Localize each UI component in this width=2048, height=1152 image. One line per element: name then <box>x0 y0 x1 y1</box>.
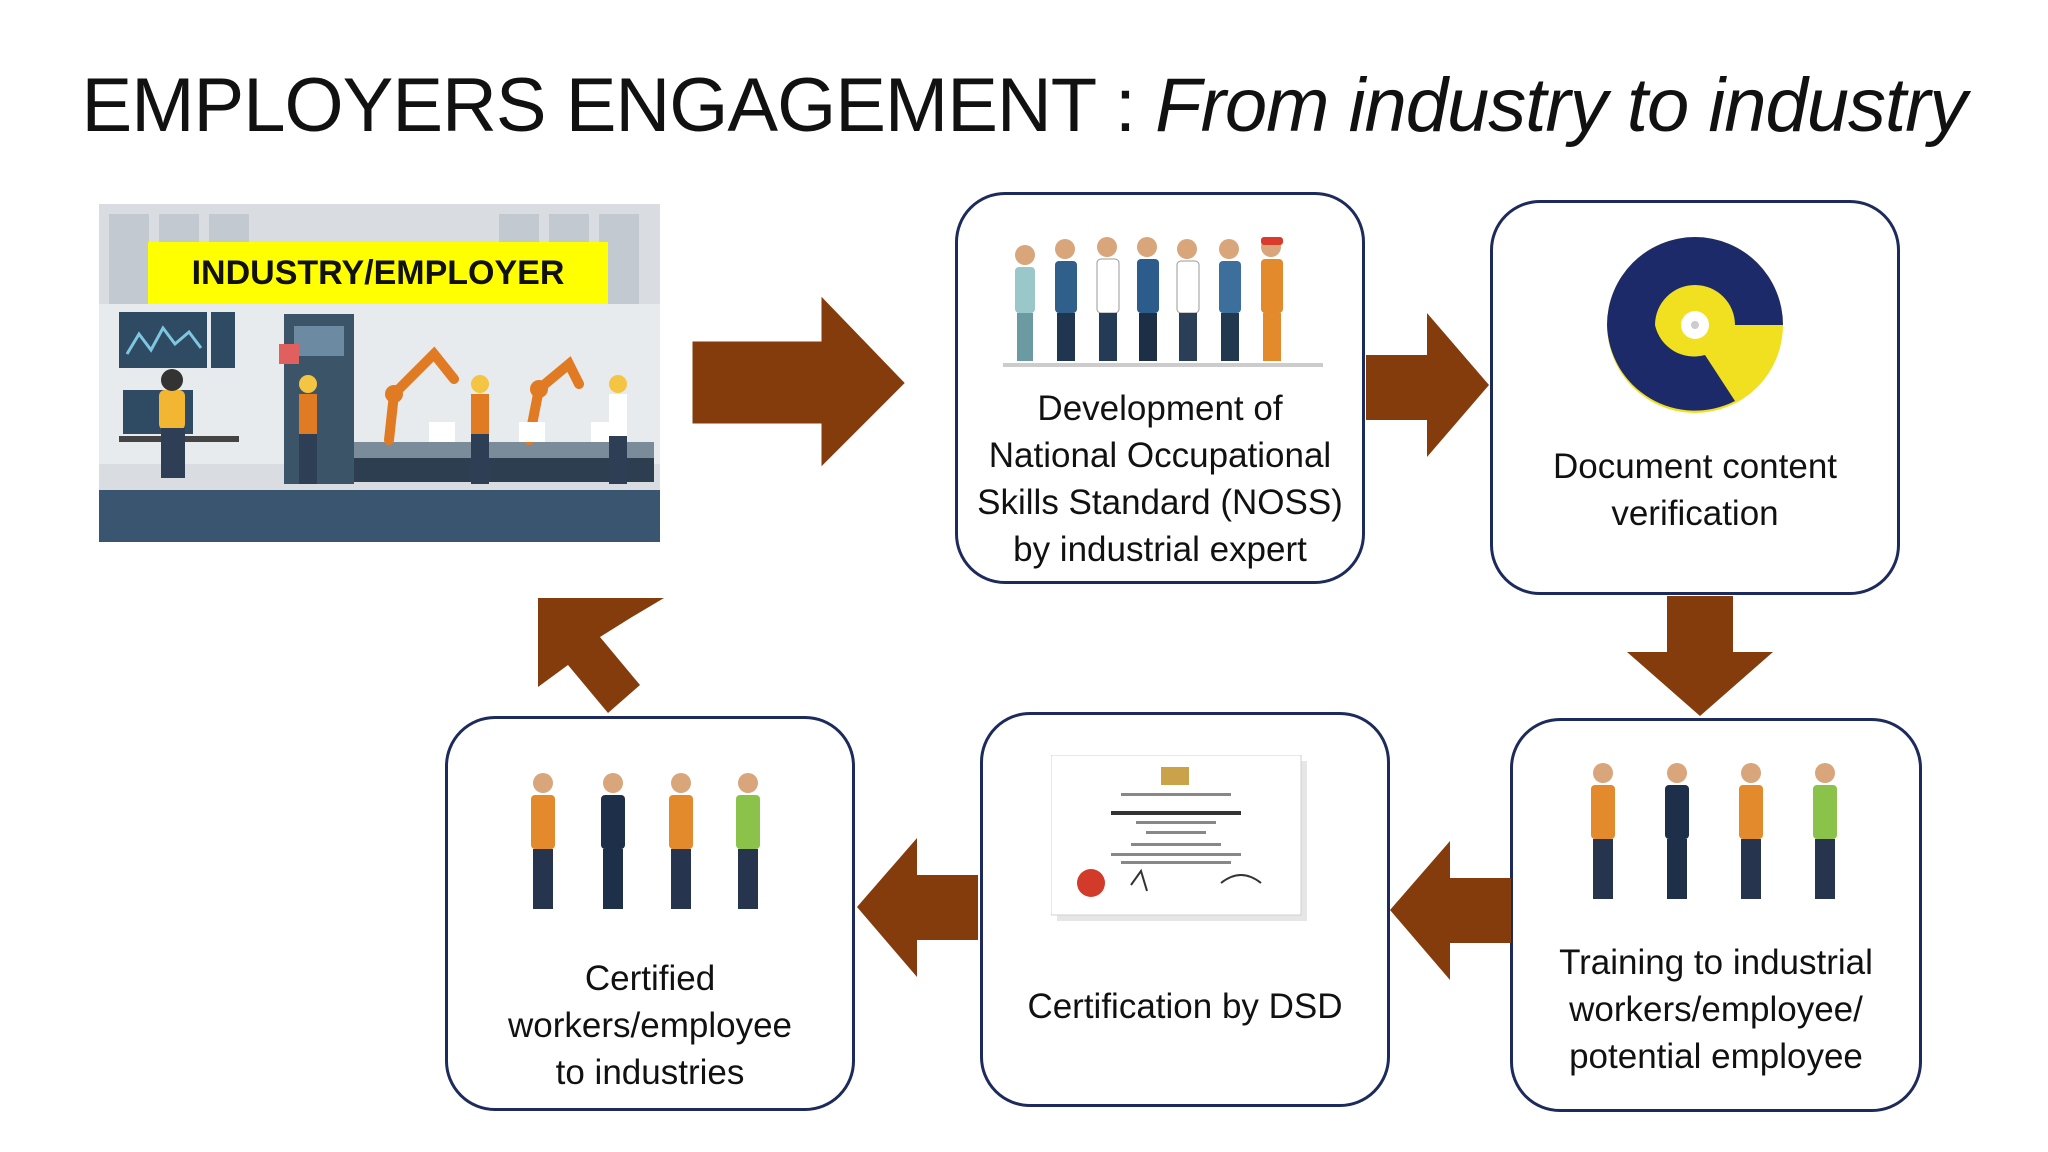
certificate-icon <box>1051 755 1307 921</box>
step-training-box: Training to industrial workers/employee/… <box>1510 718 1922 1112</box>
step-certification-label: Certification by DSD <box>1027 987 1343 1026</box>
arrow-up-left <box>538 598 664 713</box>
workers-group-icon <box>1591 763 1837 899</box>
arrow-left-1 <box>1390 841 1511 980</box>
arrow-left-2 <box>857 838 978 977</box>
industry-employer-image: INDUSTRY/EMPLOYER <box>99 204 660 542</box>
title-main: EMPLOYERS ENGAGEMENT : <box>81 63 1156 148</box>
slide-title: EMPLOYERS ENGAGEMENT : From industry to … <box>0 62 2048 149</box>
step-noss-label: Development of National Occupational Ski… <box>977 389 1343 569</box>
step-certified-box: Certified workers/employee to industries <box>445 716 855 1111</box>
step-certified-label: Certified workers/employee to industries <box>508 959 792 1092</box>
step-verification-label: Document content verification <box>1552 447 1838 533</box>
title-subtitle: From industry to industry <box>1155 63 1967 148</box>
professionals-group-icon <box>1003 237 1323 367</box>
cd-disc-icon <box>1607 237 1783 413</box>
certified-workers-icon <box>531 773 760 909</box>
step-noss-box: Development of National Occupational Ski… <box>955 192 1365 584</box>
step-verification-box: Document content verification <box>1490 200 1900 595</box>
industry-employer-banner: INDUSTRY/EMPLOYER <box>148 242 608 304</box>
arrow-down <box>1627 596 1773 716</box>
arrow-right-2 <box>1366 313 1489 457</box>
arrow-right-1 <box>692 296 905 467</box>
step-certification-box: Certification by DSD <box>980 712 1390 1107</box>
step-training-label: Training to industrial workers/employee/… <box>1559 943 1873 1076</box>
